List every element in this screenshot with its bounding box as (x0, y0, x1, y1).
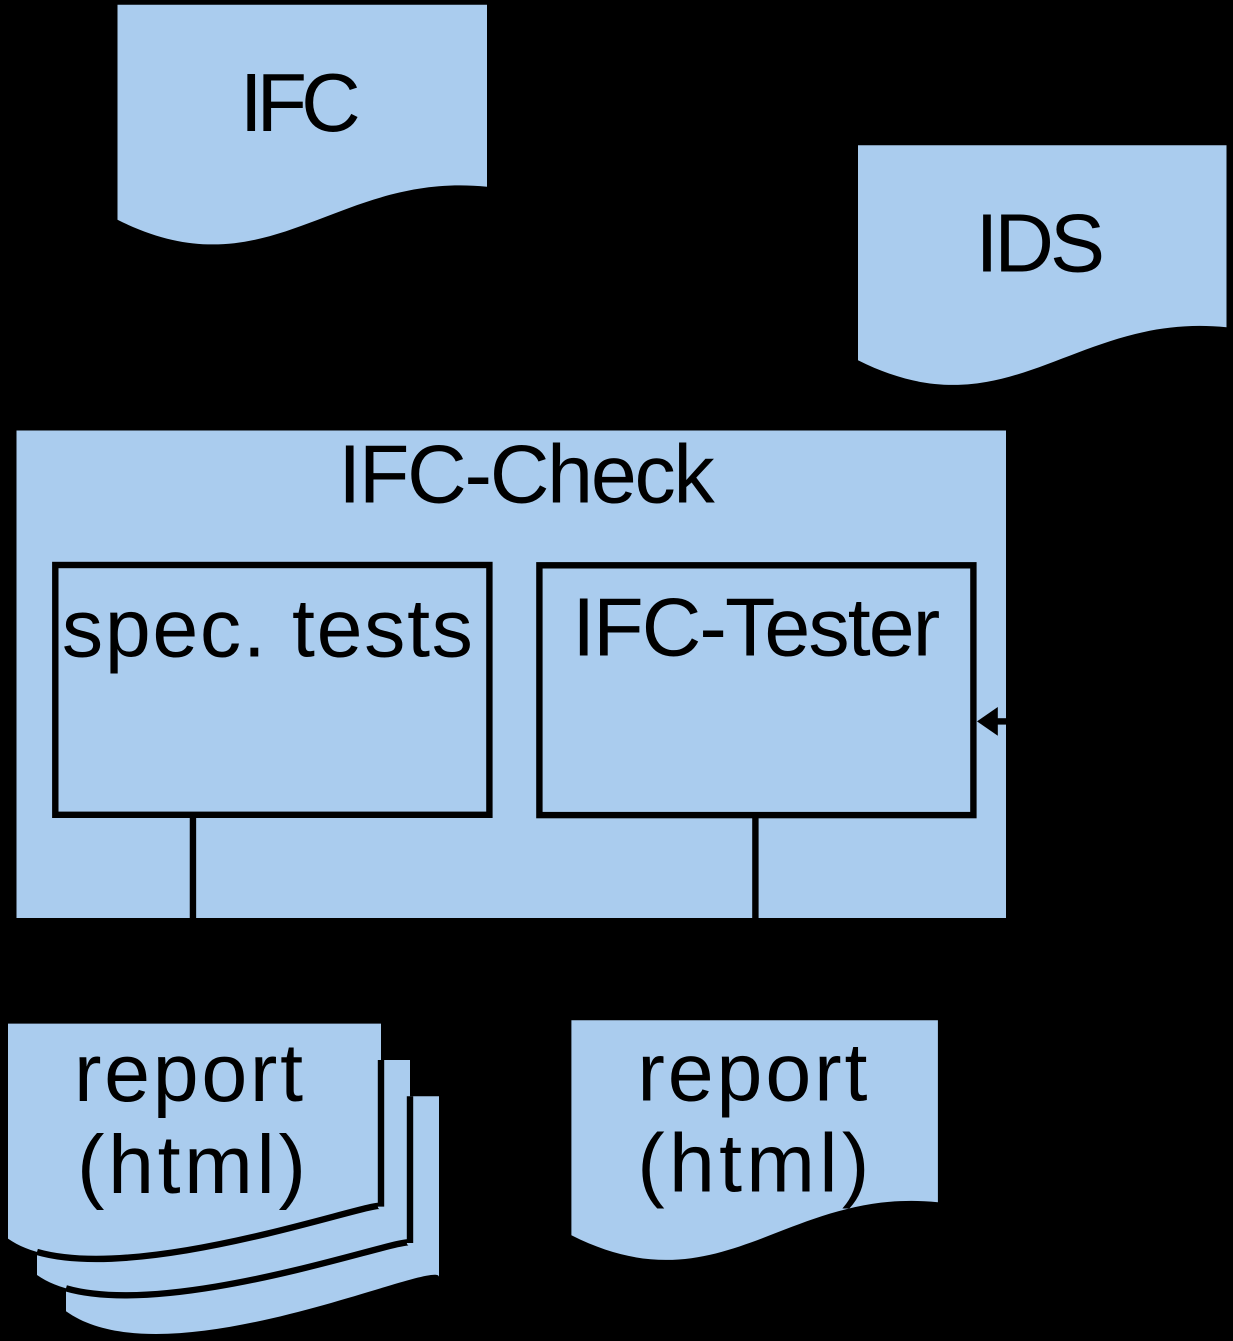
svg-text:IDS: IDS (976, 198, 1106, 290)
svg-text:IFC-Tester: IFC-Tester (572, 581, 940, 673)
svg-text:(html): (html) (77, 1119, 306, 1211)
svg-text:IFC: IFC (240, 57, 361, 149)
svg-text:IFC-Check: IFC-Check (338, 428, 715, 520)
svg-text:report: report (74, 1027, 303, 1119)
svg-text:report: report (637, 1026, 867, 1118)
svg-text:(html): (html) (637, 1118, 869, 1210)
svg-text:spec. tests: spec. tests (62, 583, 473, 675)
